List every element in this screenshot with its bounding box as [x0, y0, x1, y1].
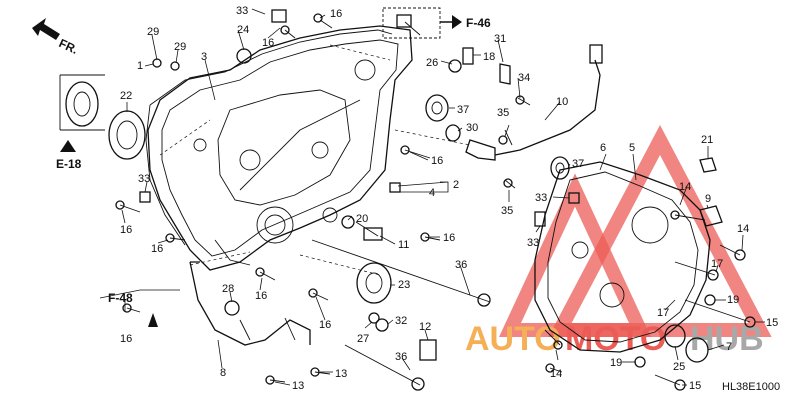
callout-7: 7: [726, 341, 732, 353]
callout-25: 25: [673, 361, 685, 373]
callout-16g: 16: [319, 319, 331, 331]
ref-f46: F-46: [382, 7, 491, 39]
callout-15a: 15: [766, 317, 778, 329]
callout-35b: 35: [501, 205, 513, 217]
callout-14a: 14: [679, 181, 691, 193]
leader-lines: [99, 8, 765, 386]
ref-f46-label: F-46: [466, 16, 491, 30]
callout-19a: 19: [727, 294, 739, 306]
ring-30: [445, 124, 461, 142]
ref-e18-label: E-18: [56, 157, 82, 171]
callout-33a: 33: [236, 5, 248, 17]
bracket-e18: [59, 74, 105, 131]
callout-10: 10: [556, 96, 568, 108]
callout-1: 1: [137, 60, 143, 72]
crankcase-half: [147, 25, 413, 271]
callout-16c: 16: [120, 224, 132, 236]
callout-36b: 36: [395, 351, 407, 363]
seal-37a: [425, 94, 449, 122]
gasket-left: [145, 29, 393, 246]
callout-16d: 16: [151, 243, 163, 255]
seal-23: [356, 262, 392, 304]
callout-18: 18: [483, 51, 495, 63]
callout-9: 9: [705, 193, 711, 205]
callout-16i: 16: [443, 232, 455, 244]
callout-4: 4: [429, 187, 435, 199]
callout-16a: 16: [330, 8, 342, 20]
callout-17a: 17: [711, 258, 723, 270]
callout-14c: 14: [550, 368, 562, 380]
fr-label: FR.: [57, 36, 80, 57]
plug-18: [462, 47, 474, 65]
callout-22: 22: [120, 90, 132, 102]
watermark-text-auto: AUTO: [465, 320, 561, 358]
callout-5: 5: [629, 142, 635, 154]
callout-33c: 33: [535, 192, 547, 204]
ref-e18: E-18: [56, 140, 82, 171]
callout-6: 6: [600, 142, 606, 154]
callout-26: 26: [426, 57, 438, 69]
callout-14b: 14: [737, 223, 749, 235]
callout-13b: 13: [335, 368, 347, 380]
bearing-22: [108, 110, 146, 160]
callout-30: 30: [466, 122, 478, 134]
callout-37b: 37: [572, 158, 584, 170]
oil-pipe-8: [189, 261, 311, 346]
callout-28: 28: [222, 283, 234, 295]
watermark-logo: AUTO MOTO HUB: [465, 124, 772, 358]
callout-24: 24: [237, 24, 249, 36]
callout-33b: 33: [138, 173, 150, 185]
sensor-body: [465, 139, 496, 161]
washer-26: [448, 59, 462, 73]
callout-36a: 36: [455, 259, 467, 271]
bearing-e18: [65, 81, 99, 127]
callout-23: 23: [398, 279, 410, 291]
callout-numbers: 33 16 24 16 29 29 1 3 22 33 16 16 16 28 …: [120, 5, 778, 392]
callout-16h: 16: [431, 155, 443, 167]
callout-15b: 15: [689, 380, 701, 392]
callout-31: 31: [494, 33, 506, 45]
callout-2: 2: [453, 179, 459, 191]
reference-dashes: [159, 44, 471, 276]
callout-37a: 37: [457, 104, 469, 116]
fr-arrow: FR.: [32, 18, 80, 57]
callout-16f: 16: [120, 333, 132, 345]
seal-37b: [550, 156, 570, 180]
callout-12: 12: [419, 321, 431, 333]
callout-34: 34: [518, 72, 530, 84]
callout-29a: 29: [147, 26, 159, 38]
ref-f48-label: F-48: [108, 291, 133, 305]
callout-3: 3: [201, 51, 207, 63]
callout-29b: 29: [174, 41, 186, 53]
callout-19b: 19: [610, 357, 622, 369]
callout-33d: 33: [527, 237, 539, 249]
callout-27: 27: [357, 333, 369, 345]
callout-8: 8: [220, 367, 226, 379]
callout-32: 32: [395, 315, 407, 327]
diagram-code: HL38E1000: [722, 381, 780, 393]
callout-16e: 16: [255, 290, 267, 302]
callout-13a: 13: [292, 380, 304, 392]
callout-21: 21: [701, 134, 713, 146]
callout-11: 11: [398, 239, 409, 251]
right-crankcase-cover: [534, 161, 711, 353]
callout-17b: 17: [657, 307, 669, 319]
ref-f48: F-48: [108, 291, 158, 327]
callout-35a: 35: [497, 107, 509, 119]
sensor-wire-10: [494, 44, 603, 156]
callout-16b: 16: [262, 37, 274, 49]
callout-20: 20: [356, 213, 368, 225]
